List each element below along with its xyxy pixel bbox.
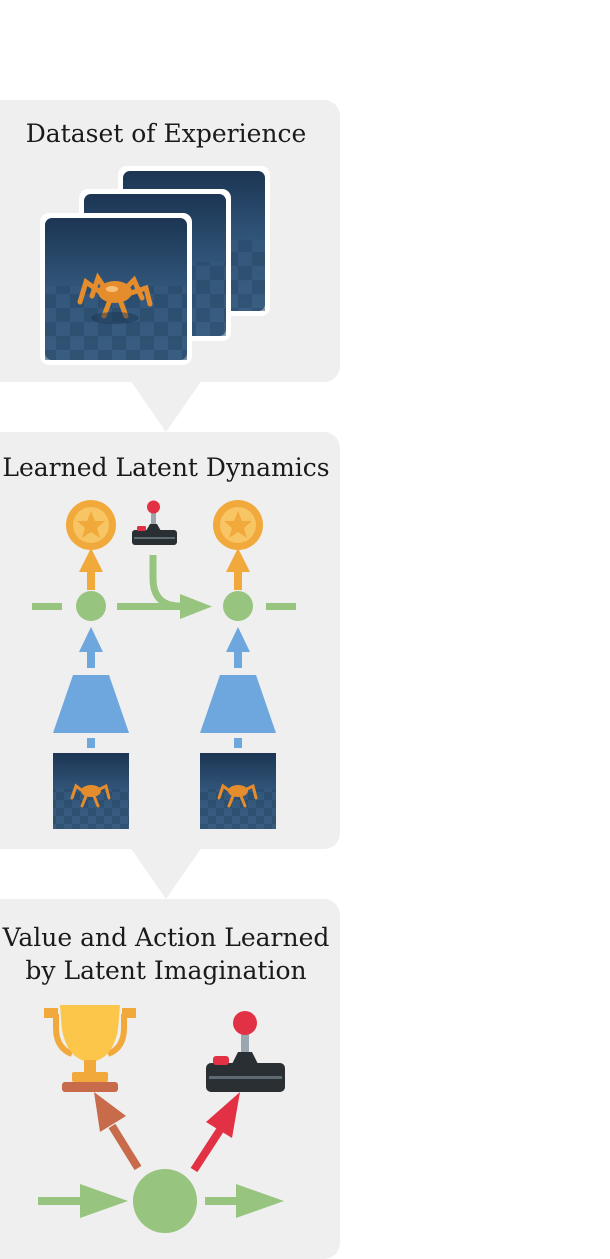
encoder-arrow-2 [226,627,250,668]
latent-state-2 [223,591,253,621]
imagination-latent-state [133,1169,197,1233]
pointer-1-to-2 [130,380,202,432]
imagination-latent-chain [38,1184,284,1218]
frame-front [40,213,192,365]
dataset-title: Dataset of Experience [25,119,307,148]
dynamics-title: Learned Latent Dynamics [2,453,330,482]
reward-arrow-2 [226,548,250,590]
action-joystick-icon-large [206,1011,285,1092]
pointer-2-to-3 [130,847,202,899]
observation-frame-1 [53,753,129,829]
encoder-2 [200,675,276,733]
action-input-arrow [149,555,181,610]
encoder-arrow-1 [79,627,103,668]
action-joystick-icon-small [132,500,177,545]
imagination-title-line-1: Value and Action Learned [2,923,330,952]
action-arrow [190,1092,240,1173]
observation-frame-2 [200,753,276,829]
latent-chain [32,594,296,619]
value-arrow [94,1092,142,1171]
reward-icon-2 [213,500,263,550]
reward-icon-1 [66,500,116,550]
imagination-title-line-2: by Latent Imagination [25,956,307,985]
latent-state-1 [76,591,106,621]
value-trophy-icon [44,1005,136,1092]
encoder-1 [53,675,129,733]
reward-arrow-1 [79,548,103,590]
